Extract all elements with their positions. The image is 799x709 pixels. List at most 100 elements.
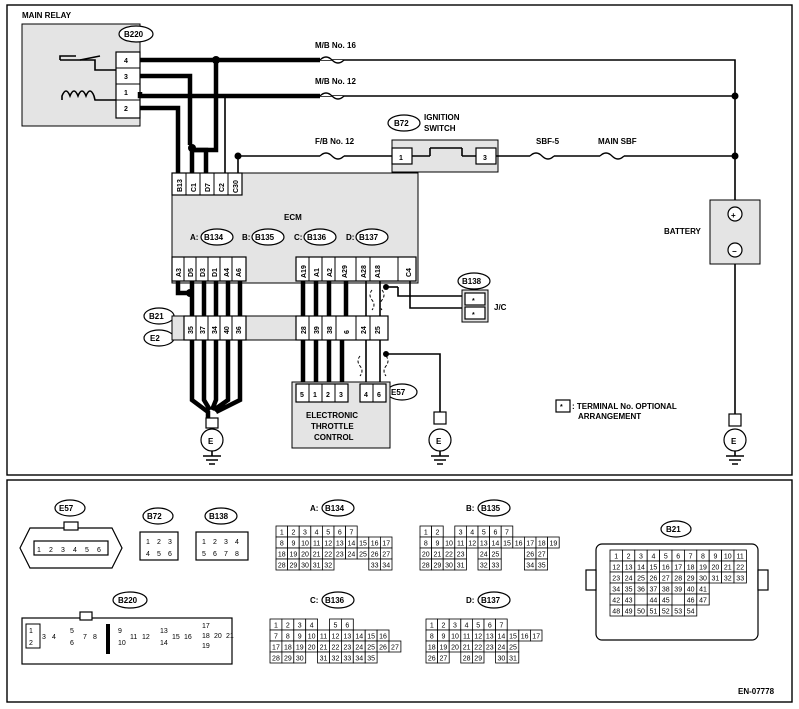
pin-number: 27 (662, 576, 670, 583)
pin-number: 18 (428, 645, 436, 652)
svg-text:5: 5 (157, 551, 161, 558)
svg-text:3: 3 (339, 392, 343, 399)
svg-text:1: 1 (202, 539, 206, 546)
fuse-fb12-label: F/B No. 12 (315, 137, 355, 146)
svg-text:20: 20 (214, 633, 222, 640)
pin-cell (321, 558, 335, 571)
pin-number: 27 (440, 656, 448, 663)
svg-text:36: 36 (236, 326, 243, 334)
pin-number: 4 (470, 530, 474, 537)
svg-text:B134: B134 (204, 233, 224, 242)
pin-number: 11 (320, 634, 327, 641)
pin-number: 15 (359, 541, 367, 548)
svg-text:A29: A29 (342, 265, 349, 278)
pin-number: 9 (435, 541, 439, 548)
svg-text:B21: B21 (149, 312, 164, 321)
svg-text:ELECTRONIC: ELECTRONIC (306, 411, 358, 420)
pin-number: 31 (320, 656, 328, 663)
pin-number: 16 (371, 541, 379, 548)
pin-number: 16 (515, 541, 523, 548)
ground-3: E (723, 413, 747, 465)
pin-number: 7 (505, 530, 509, 537)
pin-number: 20 (422, 552, 430, 559)
pin-number: 8 (280, 541, 284, 548)
svg-text:40: 40 (224, 326, 231, 334)
ecm-top-pins: B13 C1 D7 C2 C30 (171, 172, 243, 196)
svg-text:6: 6 (97, 547, 101, 554)
relay-pin-1: 1 (124, 90, 128, 97)
svg-text:2: 2 (49, 547, 53, 554)
pin-number: 25 (367, 645, 375, 652)
pin-number: 22 (324, 552, 332, 559)
svg-text:11: 11 (130, 634, 137, 641)
svg-text:8: 8 (235, 551, 239, 558)
svg-text:B136: B136 (325, 596, 345, 605)
pin-number: 4 (465, 623, 469, 630)
pin-number: 23 (612, 576, 620, 583)
pin-number: 43 (625, 598, 633, 605)
pin-number: 26 (650, 576, 658, 583)
pin-number: 25 (359, 552, 367, 559)
fuse-mb12-label: M/B No. 12 (315, 77, 356, 86)
pin-number: 19 (550, 541, 558, 548)
pin-number: 33 (343, 656, 351, 663)
svg-text:3: 3 (224, 539, 228, 546)
pin-number: 5 (664, 554, 668, 561)
pin-number: 34 (612, 587, 620, 594)
svg-text:E2: E2 (150, 334, 160, 343)
svg-text:B13: B13 (177, 179, 184, 192)
pin-number: 8 (286, 634, 290, 641)
svg-text:B220: B220 (124, 30, 144, 39)
pin-number: 15 (367, 634, 375, 641)
pin-number: 12 (324, 541, 332, 548)
svg-text:24: 24 (361, 326, 368, 334)
pin-cell (437, 651, 450, 664)
svg-text:*: * (472, 312, 475, 319)
pin-number: 4 (651, 554, 655, 561)
pin-number: 24 (480, 552, 488, 559)
svg-text:SWITCH: SWITCH (424, 124, 456, 133)
connector-face-b72: B72 1 2 3 4 5 6 (139, 507, 179, 561)
pin-number: 22 (445, 552, 453, 559)
pin-number: 13 (480, 541, 488, 548)
pin-number: 10 (301, 541, 309, 548)
pin-number: 33 (492, 563, 500, 570)
pin-number: 18 (278, 552, 286, 559)
svg-text:B134: B134 (325, 504, 345, 513)
svg-text:B135: B135 (481, 504, 501, 513)
pin-number: 6 (345, 623, 349, 630)
connector-tag-b72 (387, 114, 421, 132)
svg-text:C1: C1 (191, 183, 198, 192)
pin-number: 2 (435, 530, 439, 537)
pin-number: 7 (689, 554, 693, 561)
pin-number: 32 (480, 563, 488, 570)
svg-text:25: 25 (375, 326, 382, 334)
svg-text:B137: B137 (359, 233, 379, 242)
svg-text:2: 2 (326, 392, 330, 399)
pin-number: 30 (301, 563, 309, 570)
svg-text:D3: D3 (200, 268, 207, 277)
pin-number: 9 (291, 541, 295, 548)
pin-number: 23 (343, 645, 351, 652)
svg-text:+: + (731, 211, 736, 220)
svg-text:−: − (732, 247, 737, 256)
pin-number: 31 (712, 576, 720, 583)
pin-number: 21 (320, 645, 328, 652)
pin-number: 20 (308, 645, 316, 652)
svg-text:1: 1 (399, 155, 403, 162)
svg-text:39: 39 (314, 326, 321, 334)
pin-number: 44 (650, 598, 658, 605)
svg-text:4: 4 (364, 392, 368, 399)
pin-number: 21 (724, 565, 732, 572)
relay-pin-3: 3 (124, 74, 128, 81)
pin-number: 45 (662, 598, 670, 605)
svg-text:B138: B138 (462, 277, 482, 286)
svg-text:B138: B138 (209, 512, 229, 521)
connector-tag-b135 (251, 228, 285, 246)
pin-cell (379, 558, 393, 571)
pin-number: 19 (290, 552, 298, 559)
pin-number: 32 (332, 656, 340, 663)
svg-text:15: 15 (172, 634, 180, 641)
pin-number: 41 (699, 587, 707, 594)
ground-1: E (200, 417, 224, 465)
